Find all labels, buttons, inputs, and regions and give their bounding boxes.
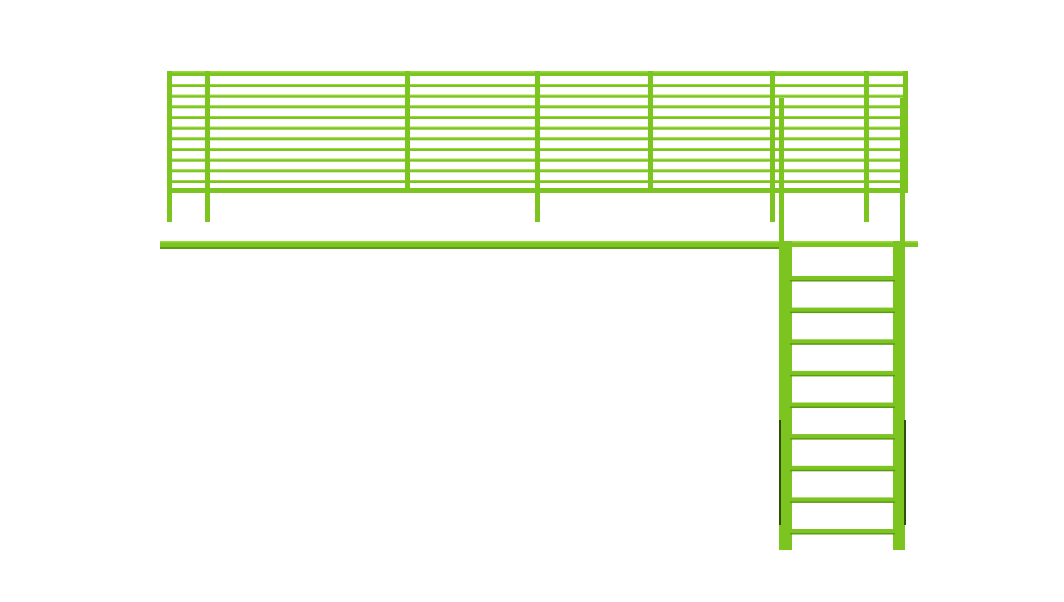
railing-post <box>648 71 653 193</box>
deck-highlight <box>160 241 918 243</box>
stair-treads <box>790 276 895 535</box>
railing-post <box>864 71 869 222</box>
stair-tread <box>790 276 895 281</box>
railing-post <box>903 71 908 193</box>
railing-post <box>405 71 410 193</box>
stair-tread-shadow <box>790 280 895 282</box>
stair-handrail-right <box>900 98 905 550</box>
stair-tread <box>790 434 895 440</box>
stair-tread-shadow <box>790 311 895 314</box>
railing-post <box>770 71 775 222</box>
stair-tread-shadow <box>790 533 895 535</box>
stair-tread-shadow <box>790 406 895 408</box>
stair-stringer-right <box>893 241 901 550</box>
stair-tread <box>790 339 895 345</box>
stair-tread <box>790 529 895 534</box>
stair <box>779 98 906 550</box>
railing-post <box>167 71 172 222</box>
railing-post <box>205 71 210 222</box>
stair-tread-shadow <box>790 501 895 503</box>
stair-stringer-left <box>784 241 792 550</box>
stair-tread <box>790 402 895 408</box>
deck-surface <box>160 241 918 247</box>
stair-tread <box>790 370 895 376</box>
deck-end-cap <box>315 234 318 241</box>
guard-railing <box>167 71 908 222</box>
stair-tread-shadow <box>790 438 895 440</box>
stringer-shadow-right <box>904 420 906 525</box>
stair-tread-shadow <box>790 374 895 377</box>
stair-tread <box>790 307 895 313</box>
deck-underside <box>160 247 780 249</box>
stair-tread-shadow <box>790 469 895 472</box>
stair-tread <box>790 465 895 471</box>
railing-post <box>535 71 540 222</box>
platform-deck <box>160 234 918 249</box>
stair-handrail-left <box>779 98 784 550</box>
stair-tread-shadow <box>790 343 895 345</box>
stair-tread <box>790 497 895 503</box>
stringer-shadow-left <box>779 420 781 525</box>
